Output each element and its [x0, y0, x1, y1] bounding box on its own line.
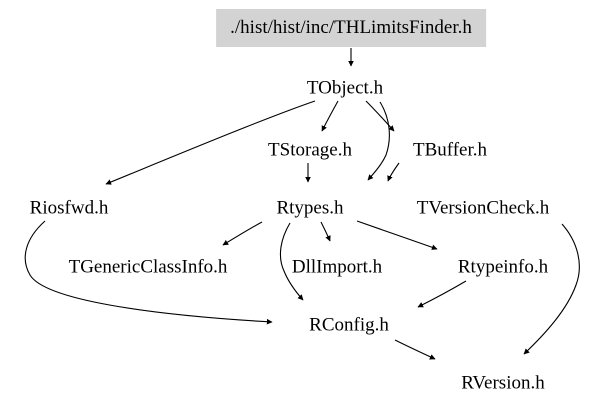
edge-tobject-riosfwd [105, 100, 316, 185]
edge-rtypes-tgenericclassinfo [222, 221, 263, 246]
edge-rtypes-rconfig [279, 222, 304, 301]
edge-tbuffer-tversioncheck [387, 162, 400, 182]
node-dllimport[interactable]: DllImport.h [291, 256, 383, 278]
node-tbuffer[interactable]: TBuffer.h [412, 139, 488, 161]
node-riosfwd[interactable]: Riosfwd.h [29, 197, 109, 219]
node-tversioncheck[interactable]: TVersionCheck.h [416, 197, 550, 219]
edge-rconfig-rversion [394, 339, 436, 360]
edge-rtypes-rtypeinfo [356, 220, 438, 250]
edge-rtypeinfo-rconfig [417, 280, 467, 308]
node-tobject[interactable]: TObject.h [306, 77, 384, 99]
edge-tobject-tbuffer [365, 100, 395, 132]
node-rconfig[interactable]: RConfig.h [309, 314, 389, 336]
node-rversion[interactable]: RVersion.h [461, 372, 545, 394]
edge-riosfwd-rconfig [24, 220, 273, 325]
node-root[interactable]: ./hist/hist/inc/THLimitsFinder.h [216, 9, 486, 47]
edge-rtypes-dllimport [320, 221, 331, 242]
node-rtypes[interactable]: Rtypes.h [276, 197, 344, 219]
node-tgenericclassinfo[interactable]: TGenericClassInfo.h [68, 256, 228, 278]
edge-tversioncheck-rversion [523, 223, 580, 355]
node-rtypeinfo[interactable]: Rtypeinfo.h [457, 256, 549, 278]
edge-tobject-tstorage [321, 100, 339, 132]
edge-tobject-rtypes [367, 101, 390, 181]
node-tstorage[interactable]: TStorage.h [268, 139, 352, 161]
